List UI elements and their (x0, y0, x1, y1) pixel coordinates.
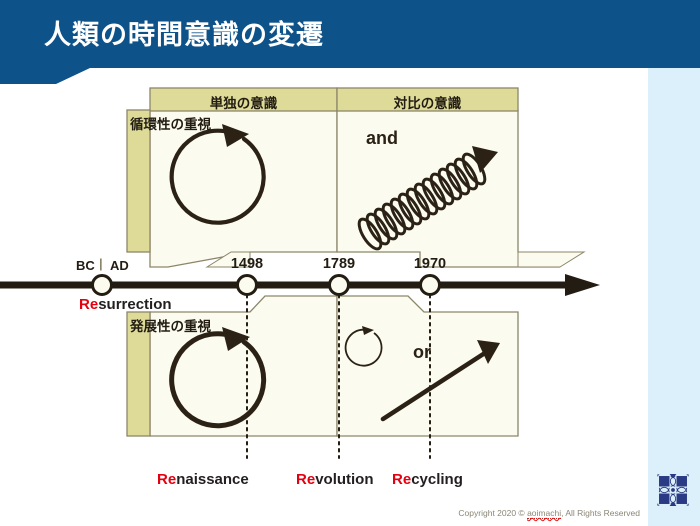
timeline-year-1789: 1789 (322, 256, 356, 272)
recycling-prefix: Re (392, 471, 412, 488)
era-label-ad: AD (110, 258, 129, 273)
bottom-right-panel-shape (336, 295, 519, 437)
copyright-author: aoimachi (527, 508, 562, 519)
row-header-label-2: 発展性の重視 (130, 319, 211, 335)
conjunction-or: or (413, 342, 431, 362)
page-title: 人類の時間意識の変遷 (44, 20, 324, 50)
timeline-label-resurrection: Resurrection (79, 296, 172, 313)
timeline-marker-1789 (328, 274, 350, 296)
header-notch (0, 68, 700, 84)
era-label-bc: BC (76, 258, 95, 273)
timeline-marker-era (91, 274, 113, 296)
column-header-label-1: 単独の意識 (209, 96, 278, 111)
era-divider: | (99, 256, 103, 271)
copyright-notice: Copyright 2020 © aoimachi, All Rights Re… (458, 508, 640, 519)
funnel-wedge-right (517, 251, 586, 268)
row-header-label-1: 循環性の重視 (130, 117, 211, 133)
glyph-circle-arrow-bottom-left (169, 327, 267, 429)
header-band (0, 0, 700, 68)
glyph-circle-arrow-top-left (169, 124, 266, 225)
conjunction-and: and (366, 128, 399, 148)
brand-logo-icon (654, 471, 692, 509)
copyright-suffix: , All Rights Reserved (561, 508, 640, 518)
column-header-label-2: 対比の意識 (393, 96, 462, 111)
glyph-small-circle-bottom-right (344, 326, 383, 367)
timeline-marker-1498 (236, 274, 258, 296)
renaissance-suffix: naissance (176, 471, 249, 488)
timeline-label-recycling: Recycling (392, 471, 463, 488)
timeline-label-revolution: Revolution (296, 471, 374, 488)
timeline-year-1970: 1970 (413, 256, 447, 272)
renaissance-prefix: Re (157, 471, 177, 488)
right-side-rail (648, 68, 700, 526)
timeline-label-renaissance: Renaissance (157, 471, 249, 488)
timeline-marker-1970 (419, 274, 441, 296)
row-header-cell-2 (126, 311, 151, 437)
recycling-suffix: cycling (411, 471, 463, 488)
time-consciousness-diagram: 単独の意識 対比の意識 循環性の重視 発展性の重視 and or BC | AD… (0, 84, 648, 526)
funnel-wedge-left (205, 251, 251, 268)
revolution-suffix: volution (315, 471, 374, 488)
timeline-arrowhead (565, 274, 600, 296)
row-header-cell-1 (126, 109, 151, 253)
glyph-helix-arrow-top-right (357, 146, 498, 251)
resurrection-prefix: Re (79, 296, 99, 313)
revolution-prefix: Re (296, 471, 316, 488)
timeline-year-1498: 1498 (230, 256, 264, 272)
column-header-cell-2 (336, 87, 519, 112)
glyph-rising-arrow-bottom-right (380, 340, 500, 422)
copyright-prefix: Copyright 2020 © (458, 508, 528, 518)
resurrection-suffix: surrection (98, 296, 172, 313)
